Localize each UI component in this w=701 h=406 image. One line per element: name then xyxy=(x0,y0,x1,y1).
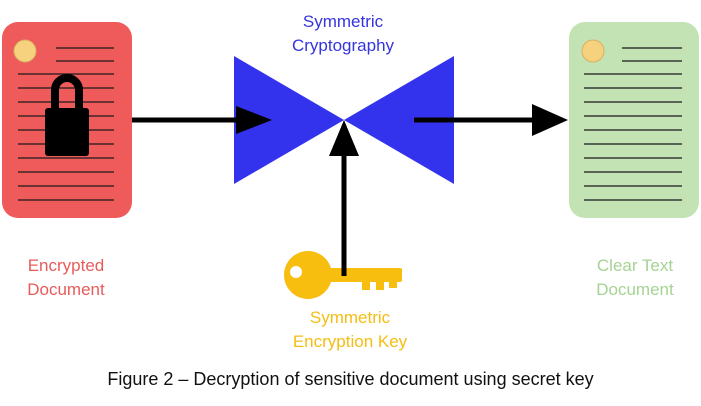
arrow-key-to-cipher xyxy=(329,120,359,276)
cryptography-label: Symmetric Cryptography xyxy=(268,10,418,58)
encrypted-document-label-line1: Encrypted xyxy=(27,256,105,275)
padlock-icon xyxy=(45,74,89,156)
key-label: Symmetric Encryption Key xyxy=(268,306,432,354)
document-icon xyxy=(569,22,699,218)
arrow-cipher-to-clear xyxy=(414,104,568,136)
cryptography-label-line1: Symmetric xyxy=(302,12,384,31)
encrypted-document-label: Encrypted Document xyxy=(6,254,126,302)
clear-document-label: Clear Text Document xyxy=(565,254,701,302)
key-label-line1: Symmetric xyxy=(309,308,391,327)
clear-text-document xyxy=(569,22,699,218)
encrypted-document xyxy=(2,22,132,218)
cryptography-label-line2: Cryptography xyxy=(291,36,395,55)
clear-document-label-line1: Clear Text xyxy=(596,256,674,275)
arrow-encrypted-to-cipher xyxy=(132,106,272,134)
encrypted-document-label-line2: Document xyxy=(27,280,105,299)
bowtie-cipher-icon xyxy=(234,56,454,184)
figure-caption: Figure 2 – Decryption of sensitive docum… xyxy=(107,369,594,389)
clear-document-label-line2: Document xyxy=(596,280,674,299)
document-dot xyxy=(13,39,37,63)
key-label-line2: Encryption Key xyxy=(292,332,408,351)
document-dot xyxy=(581,39,605,63)
document-lines xyxy=(584,47,682,201)
